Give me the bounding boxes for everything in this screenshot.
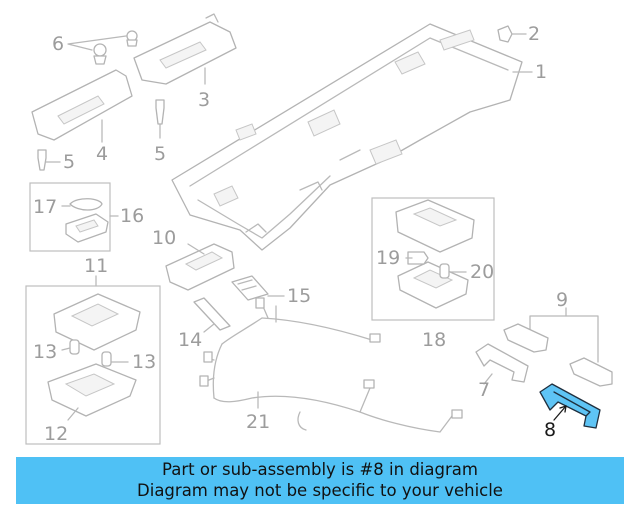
sun-visor-part-3[interactable] [133,13,237,85]
bracket-part-9[interactable] [503,323,613,387]
hook-part-6[interactable] [93,30,138,65]
callout-4: 4 [96,143,108,165]
callout-18: 18 [422,329,446,351]
callout-3: 3 [198,89,210,111]
group-box-11 [25,285,161,445]
banner-line-1: Part or sub-assembly is #8 in diagram [162,460,478,479]
callout-11: 11 [84,255,108,277]
callout-12: 12 [44,423,68,445]
callout-8: 8 [544,419,556,441]
callout-21: 21 [246,411,270,433]
callout-19: 19 [376,247,400,269]
console-part-10[interactable] [165,243,235,291]
banner-line-2: Diagram may not be specific to your vehi… [137,481,503,500]
callout-14: 14 [178,329,202,351]
lamp-housing-part-11[interactable] [53,293,141,351]
callout-20: 20 [470,261,494,283]
bracket-part-15[interactable] [231,275,269,301]
callout-2: 2 [528,23,540,45]
group-box-16 [29,182,111,252]
callout-6: 6 [52,33,64,55]
bulb-part-20[interactable] [439,263,450,279]
screw-part-5[interactable] [37,99,165,171]
callout-5-left: 5 [63,151,75,173]
lens-part-12[interactable] [47,363,137,417]
grab-handle-part-7[interactable] [475,343,529,383]
grab-handle-part-8-highlighted[interactable] [539,383,601,429]
callout-15: 15 [287,285,311,307]
bulb-part-13[interactable] [69,339,112,367]
map-lamp-part-18[interactable] [395,199,475,309]
callout-16: 16 [120,205,144,227]
info-banner: Part or sub-assembly is #8 in diagram Di… [16,457,624,504]
group-box-18 [371,197,495,321]
headliner-part-1[interactable] [171,23,523,251]
callout-7: 7 [478,379,490,401]
lens-part-17[interactable] [69,198,103,211]
callout-1: 1 [535,61,547,83]
trim-part-14[interactable] [193,297,231,331]
callout-13-left: 13 [33,341,57,363]
callout-10: 10 [152,227,176,249]
bulb-part-19[interactable] [407,251,429,265]
wiring-harness-part-21[interactable] [199,297,463,433]
sun-visor-part-4[interactable] [31,69,133,141]
callout-13-right: 13 [132,351,156,373]
lamp-part-16[interactable] [65,213,109,243]
callout-5-upper: 5 [154,143,166,165]
clip-part-2[interactable] [497,25,527,43]
callout-17: 17 [33,196,57,218]
callout-9: 9 [556,289,568,311]
